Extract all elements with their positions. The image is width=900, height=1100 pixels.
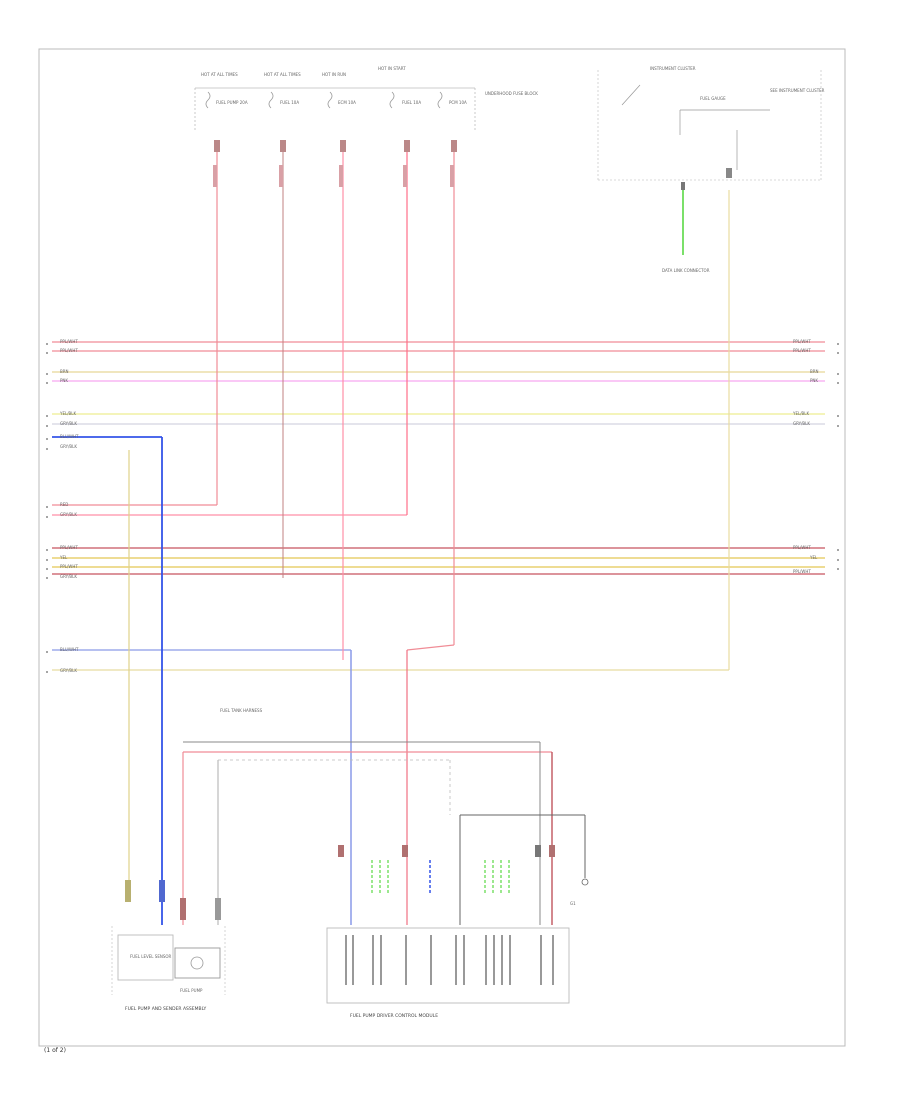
- cluster-subtitle: FUEL GAUGE: [700, 96, 726, 101]
- instrument-cluster: INSTRUMENT CLUSTER FUEL GAUGE SEE INSTRU…: [597, 66, 825, 670]
- fuse-title-3: HOT IN START: [378, 66, 406, 71]
- bus-label-r8: PPL/WHT: [793, 569, 811, 574]
- bus-label-l1: PPL/WHT: [60, 348, 78, 353]
- fuse-1: FUEL 10A: [280, 100, 299, 105]
- bus-label-l5: GRY/BLK: [60, 421, 77, 426]
- fuse-terminals: [213, 140, 457, 187]
- ground-label: G1: [570, 901, 576, 906]
- bus-label-l0: PPL/WHT: [60, 339, 78, 344]
- bus-label-l8: RED: [60, 502, 68, 507]
- bus-label-l14: BLU/WHT: [60, 647, 79, 652]
- fuse-block: UNDERHOOD FUSE BLOCK HOT AT ALL TIMES HO…: [194, 66, 538, 130]
- fuse-3: FUEL 10A: [402, 100, 421, 105]
- bus-label-l3: PNK: [60, 378, 68, 383]
- bus-label-r3: PNK: [810, 378, 818, 383]
- bus-end-ticks: [46, 343, 839, 673]
- bus-label-r7: YEL: [809, 555, 818, 560]
- bus-label-l7: GRY/BLK: [60, 444, 77, 449]
- module-caption: FUEL PUMP DRIVER CONTROL MODULE: [350, 1013, 438, 1019]
- page-code: (1 of 2): [44, 1047, 66, 1054]
- fuse-4: PCM 10A: [449, 100, 467, 105]
- bus-label-r2: BRN: [810, 369, 819, 374]
- horizontal-buses: [52, 341, 825, 671]
- bus-labels-left: PPL/WHT PPL/WHT BRN PNK YEL/BLK GRY/BLK …: [59, 339, 79, 673]
- fuse-feed-wires: [216, 142, 455, 925]
- module-connector-pins: [338, 845, 555, 895]
- fuel-tank-harness: FUEL TANK HARNESS: [183, 708, 586, 925]
- bus-label-r0: PPL/WHT: [793, 339, 811, 344]
- bus-label-l10: PPL/WHT: [60, 545, 78, 550]
- bus-label-l11: YEL: [59, 555, 68, 560]
- bus-label-r5: GRY/BLK: [793, 421, 810, 426]
- bus-label-l12: PPL/WHT: [60, 564, 78, 569]
- fuel-pump-module: FUEL PUMP DRIVER CONTROL MODULE: [326, 927, 570, 1019]
- fuse-block-title: UNDERHOOD FUSE BLOCK: [485, 91, 538, 96]
- bus-label-r6: PPL/WHT: [793, 545, 811, 550]
- bus-label-l9: GRY/BLK: [60, 512, 77, 517]
- bus-label-l13: GRY/BLK: [60, 574, 77, 579]
- fuel-sender-assembly: FUEL LEVEL SENSOR FUEL PUMP FUEL PUMP AN…: [111, 880, 226, 1012]
- bus-labels-right: PPL/WHT PPL/WHT BRN PNK YEL/BLK GRY/BLK …: [792, 339, 819, 574]
- harness-title: FUEL TANK HARNESS: [220, 708, 263, 713]
- bus-label-l2: BRN: [60, 369, 69, 374]
- sender-caption: FUEL PUMP AND SENDER ASSEMBLY: [125, 1006, 206, 1012]
- diagram-border: [38, 48, 846, 1047]
- bus-label-l4: YEL/BLK: [59, 411, 77, 416]
- fuel-level-sensor-label: FUEL LEVEL SENSOR: [130, 954, 172, 959]
- sender-wires: [128, 437, 352, 925]
- fuel-pump-label: FUEL PUMP: [180, 988, 203, 993]
- fuse-0: FUEL PUMP 20A: [216, 100, 248, 105]
- fuse-title-2: HOT IN RUN: [322, 72, 346, 77]
- cluster-title: INSTRUMENT CLUSTER: [650, 66, 696, 71]
- bus-label-l15: GRY/BLK: [60, 668, 77, 673]
- bus-label-r1: PPL/WHT: [793, 348, 811, 353]
- fuse-2: ECM 10A: [338, 100, 356, 105]
- bus-label-r4: YEL/BLK: [792, 411, 810, 416]
- bus-label-l6: BLU/WHT: [60, 434, 79, 439]
- ground-symbol: G1: [570, 870, 589, 906]
- fuse-title-0: HOT AT ALL TIMES: [201, 72, 238, 77]
- cluster-bottom-label: DATA LINK CONNECTOR: [662, 268, 710, 273]
- cluster-right-label: SEE INSTRUMENT CLUSTER: [770, 88, 825, 93]
- fuse-title-1: HOT AT ALL TIMES: [264, 72, 301, 77]
